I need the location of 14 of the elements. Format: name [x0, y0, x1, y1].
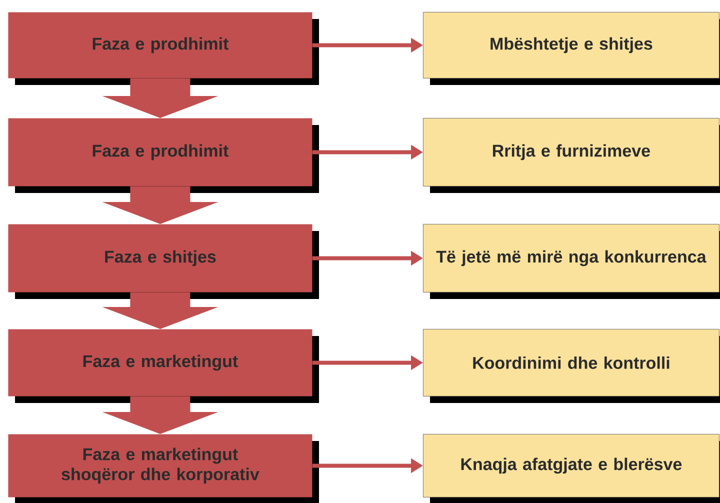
outcome-box: Mbështetje e shitjes [423, 12, 720, 85]
stage-box: Faza e marketingut shoqëror dhe korporativ [8, 434, 319, 503]
block-arrow [102, 396, 218, 434]
block-arrow [102, 78, 218, 118]
stage-box: Faza e shitjes [8, 224, 319, 299]
stage-box: Faza e prodhimit [8, 118, 319, 193]
outcome-box: Koordinimi dhe kontrolli [423, 329, 720, 403]
outcome-box: Të jetë më mirë nga konkurrenca [423, 224, 720, 299]
block-arrow [102, 186, 218, 224]
stage-box: Faza e prodhimit [8, 12, 319, 85]
stage-box: Faza e marketingut [8, 329, 319, 403]
block-arrow [102, 292, 218, 329]
outcome-box: Knaqja afatgjate e blerësve [423, 434, 720, 503]
outcome-box: Rritja e furnizimeve [423, 118, 720, 193]
